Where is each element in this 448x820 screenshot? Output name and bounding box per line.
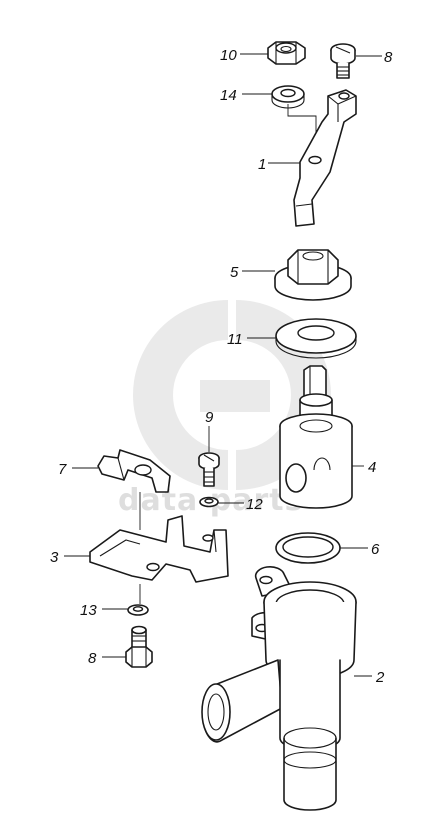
- part-7-clip: [97, 449, 171, 493]
- callout-11: 11: [227, 331, 243, 348]
- callout-14: 14: [220, 87, 237, 104]
- part-14-washer: [271, 85, 305, 109]
- leader-lines: [64, 53, 382, 677]
- callout-9: 9: [205, 409, 214, 426]
- part-13-washer: [127, 604, 149, 616]
- callout-8-top: 8: [384, 49, 393, 66]
- part-6-o-ring: [275, 532, 341, 564]
- part-9-screw: [198, 452, 220, 487]
- callout-labels: 10 8 14 1 5 11 9 4 7 12 3 6 13 2 8: [50, 47, 393, 686]
- callout-4: 4: [368, 459, 376, 476]
- part-1-lever: [293, 89, 357, 227]
- callout-7: 7: [58, 461, 67, 478]
- callout-12: 12: [246, 496, 263, 513]
- callout-13: 13: [80, 602, 97, 619]
- callout-5: 5: [230, 264, 239, 281]
- part-5-flange-nut: [274, 249, 352, 301]
- part-10-nut: [267, 41, 306, 65]
- callout-6: 6: [371, 541, 380, 558]
- part-8-screw-top: [330, 43, 356, 79]
- part-12-washer: [199, 496, 219, 508]
- callout-2: 2: [375, 669, 385, 686]
- part-8-bolt-bottom: [125, 625, 153, 668]
- callout-10: 10: [220, 47, 237, 64]
- callout-3: 3: [50, 549, 59, 566]
- callout-1: 1: [258, 156, 266, 173]
- callout-8-bottom: 8: [88, 650, 97, 667]
- part-2-valve-body: [201, 566, 357, 811]
- part-3-plate: [89, 515, 229, 583]
- part-11-gasket: [275, 318, 357, 359]
- part-4-valve-plug: [279, 365, 353, 509]
